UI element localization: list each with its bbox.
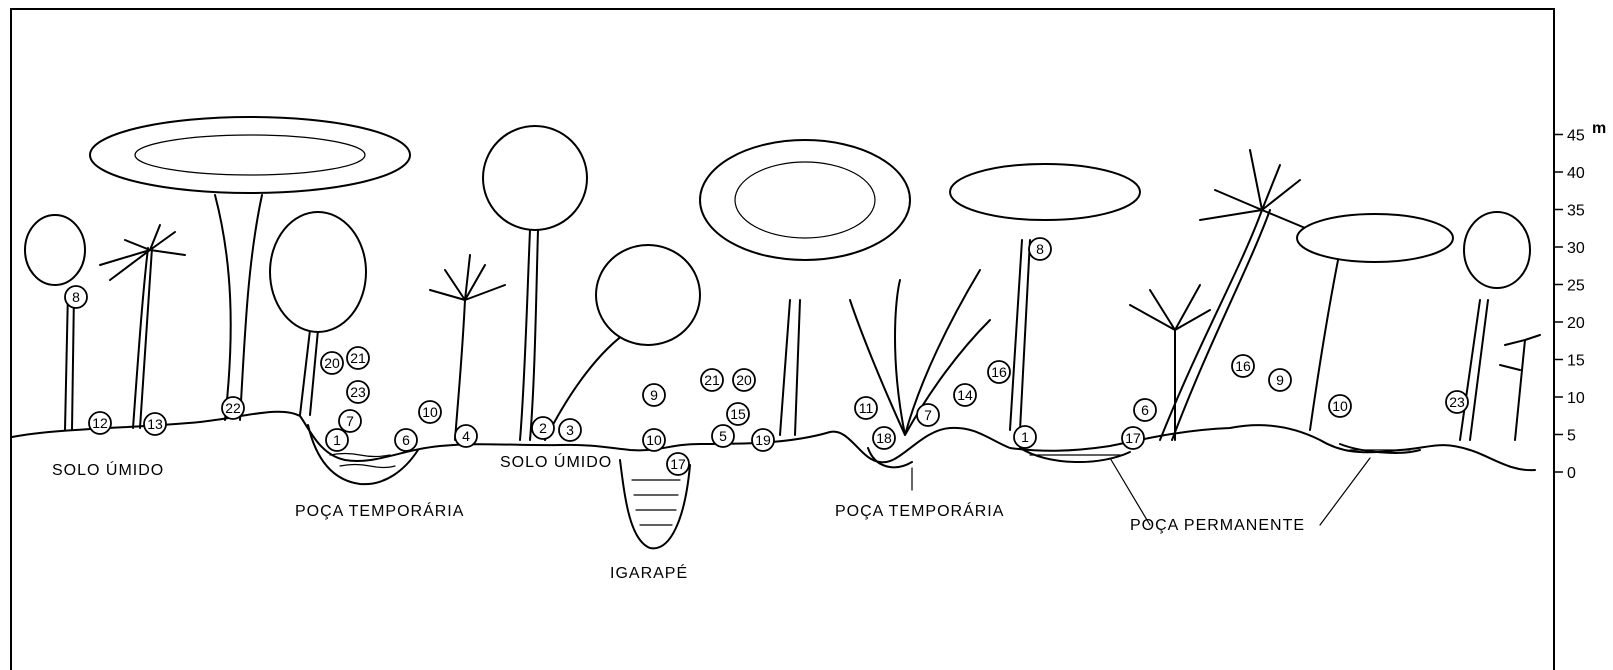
marker: 11 xyxy=(855,397,877,419)
marker: 18 xyxy=(873,427,895,449)
marker-number: 13 xyxy=(147,416,163,432)
marker-number: 15 xyxy=(730,406,746,422)
marker-number: 19 xyxy=(755,432,771,448)
marker: 15 xyxy=(727,403,749,425)
marker-number: 20 xyxy=(324,355,340,371)
leader-poca-permanente-left xyxy=(1110,458,1150,525)
scale-tick-label: 20 xyxy=(1567,315,1585,332)
marker-number: 6 xyxy=(1141,402,1149,418)
scale-tick-label: 45 xyxy=(1567,128,1585,145)
marker: 20 xyxy=(321,352,343,374)
marker-number: 16 xyxy=(1235,358,1251,374)
marker: 9 xyxy=(643,384,665,406)
marker: 16 xyxy=(1232,355,1254,377)
marker: 23 xyxy=(347,381,369,403)
marker: 6 xyxy=(1134,399,1156,421)
marker-number: 16 xyxy=(991,364,1007,380)
label-poca-temporaria-1: POÇA TEMPORÁRIA xyxy=(295,501,464,520)
marker-number: 22 xyxy=(225,400,241,416)
leader-poca-permanente-right xyxy=(1320,458,1370,525)
label-solo-umido-left: SOLO ÚMIDO xyxy=(52,460,164,479)
marker: 5 xyxy=(712,425,734,447)
label-poca-permanente: POÇA PERMANENTE xyxy=(1130,517,1305,534)
marker-number: 17 xyxy=(1125,430,1141,446)
marker: 14 xyxy=(954,384,976,406)
marker-number: 9 xyxy=(650,387,658,403)
marker: 20 xyxy=(733,369,755,391)
marker: 6 xyxy=(395,429,417,451)
marker-number: 6 xyxy=(402,432,410,448)
marker-number: 1 xyxy=(333,432,341,448)
marker-number: 21 xyxy=(350,350,366,366)
marker: 16 xyxy=(988,361,1010,383)
marker: 12 xyxy=(89,412,111,434)
marker-number: 10 xyxy=(646,432,662,448)
marker-number: 7 xyxy=(924,407,932,423)
marker: 9 xyxy=(1269,369,1291,391)
marker: 8 xyxy=(65,286,87,308)
marker: 3 xyxy=(559,419,581,441)
marker-number: 23 xyxy=(350,384,366,400)
label-igarape: IGARAPÉ xyxy=(610,563,688,582)
scale-tick-label: 0 xyxy=(1567,465,1576,482)
marker: 13 xyxy=(144,413,166,435)
marker-number: 18 xyxy=(876,430,892,446)
marker-number: 23 xyxy=(1449,394,1465,410)
marker-number: 4 xyxy=(462,428,470,444)
label-solo-umido-mid: SOLO ÚMIDO xyxy=(500,452,612,471)
scale-tick-label: 30 xyxy=(1567,240,1585,257)
marker-number: 8 xyxy=(1036,241,1044,257)
marker: 22 xyxy=(222,397,244,419)
marker-number: 20 xyxy=(736,372,752,388)
height-scale: 0 5 10 15 20 25 30 35 40 45 xyxy=(1555,128,1585,483)
marker-number: 10 xyxy=(1332,398,1348,414)
marker-number: 1 xyxy=(1021,429,1029,445)
marker: 8 xyxy=(1029,238,1051,260)
marker: 2 xyxy=(532,417,554,439)
marker-number: 10 xyxy=(422,404,438,420)
scale-tick-label: 15 xyxy=(1567,353,1585,370)
scale-tick-label: 25 xyxy=(1567,278,1585,295)
marker: 17 xyxy=(1122,427,1144,449)
marker: 10 xyxy=(643,429,665,451)
marker: 1 xyxy=(326,429,348,451)
marker-number: 11 xyxy=(859,400,874,416)
marker: 1 xyxy=(1014,426,1036,448)
scale-tick-label: 35 xyxy=(1567,203,1585,220)
tree-crowns xyxy=(25,117,1540,435)
marker-number: 21 xyxy=(704,372,720,388)
marker-number: 3 xyxy=(566,422,574,438)
marker-number: 2 xyxy=(539,420,547,436)
marker: 21 xyxy=(347,347,369,369)
scale-tick-label: 5 xyxy=(1567,428,1576,445)
marker: 4 xyxy=(455,425,477,447)
marker-number: 14 xyxy=(957,387,973,403)
marker-number: 7 xyxy=(346,413,354,429)
marker-number: 9 xyxy=(1276,372,1284,388)
scale-tick-label: 40 xyxy=(1567,165,1585,182)
marker: 10 xyxy=(1329,395,1351,417)
marker-number: 5 xyxy=(719,428,727,444)
marker: 7 xyxy=(339,410,361,432)
marker-number: 8 xyxy=(72,289,80,305)
marker: 21 xyxy=(701,369,723,391)
scale-unit: m xyxy=(1592,120,1606,137)
marker: 23 xyxy=(1446,391,1468,413)
marker-number: 12 xyxy=(92,415,108,431)
marker: 17 xyxy=(667,453,689,475)
marker: 10 xyxy=(419,401,441,423)
marker: 7 xyxy=(917,404,939,426)
scale-tick-label: 10 xyxy=(1567,390,1585,407)
marker-number: 17 xyxy=(670,456,686,472)
label-poca-temporaria-2: POÇA TEMPORÁRIA xyxy=(835,501,1004,520)
marker: 19 xyxy=(752,429,774,451)
